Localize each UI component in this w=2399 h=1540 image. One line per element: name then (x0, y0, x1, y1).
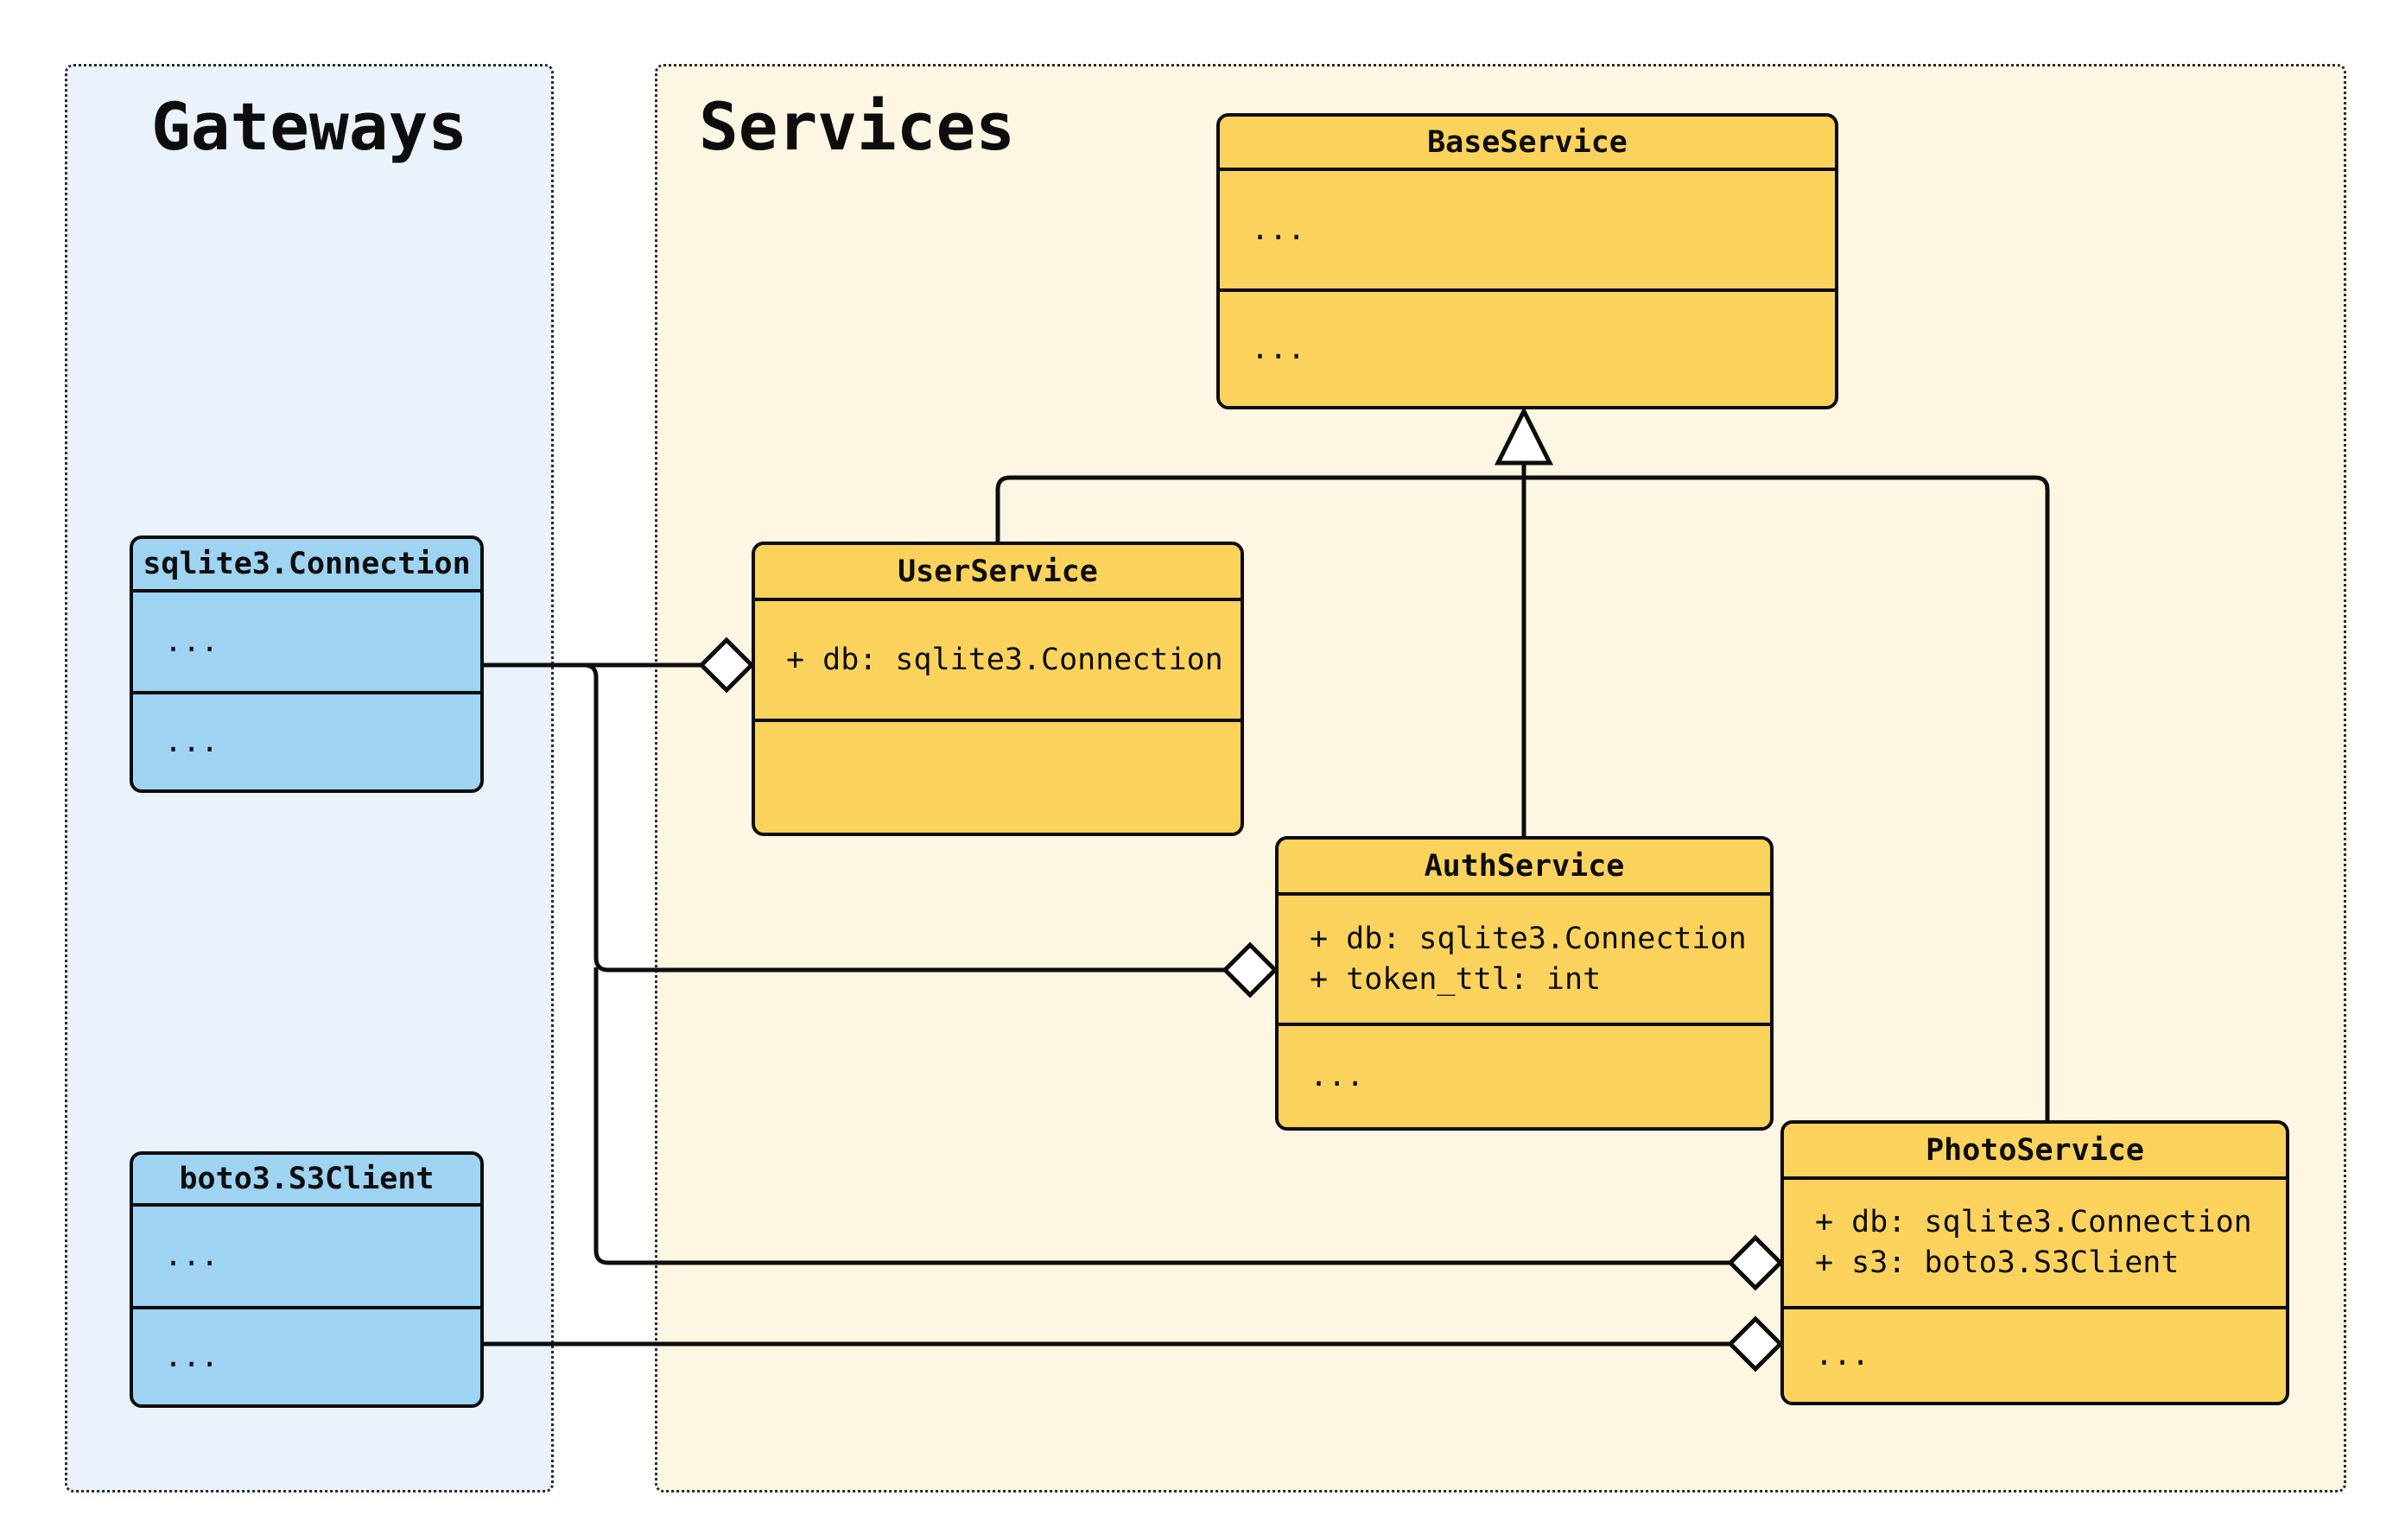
class-methods: ... (1220, 292, 1835, 406)
class-box-userservice: UserService + db: sqlite3.Connection (752, 542, 1244, 836)
edge-inheritance-rail (995, 475, 2050, 1120)
class-method-line: ... (1251, 331, 1306, 366)
class-title: BaseService (1220, 117, 1835, 171)
class-attribute-line: + db: sqlite3.Connection (1310, 921, 1747, 956)
class-attributes: ... (133, 593, 480, 694)
class-methods: ... (1279, 1026, 1770, 1127)
class-title: sqlite3.Connection (133, 539, 480, 593)
class-method-line: ... (164, 724, 219, 759)
class-attribute-line: + s3: boto3.S3Client (1815, 1245, 2180, 1280)
class-attributes: ... (133, 1207, 480, 1309)
class-attributes: + db: sqlite3.Connection + s3: boto3.S3C… (1784, 1180, 2286, 1309)
class-box-boto3-s3client: boto3.S3Client ... ... (130, 1151, 484, 1408)
class-attribute-line: + db: sqlite3.Connection (786, 642, 1223, 677)
class-attribute-line: ... (164, 624, 219, 659)
edge-sqlite3-to-photoservice (593, 967, 1730, 1265)
class-attribute-line: + token_ttl: int (1310, 961, 1602, 997)
class-title: AuthService (1279, 840, 1770, 896)
class-box-authservice: AuthService + db: sqlite3.Connection + t… (1275, 836, 1774, 1131)
group-title-gateways: Gateways (150, 88, 468, 165)
class-box-baseservice: BaseService ... ... (1216, 113, 1838, 409)
aggregation-diamond-photoservice-s3 (1727, 1315, 1784, 1372)
class-methods: ... (133, 1309, 480, 1404)
edge-sqlite3-to-authservice (583, 662, 1225, 973)
class-method-line: ... (164, 1339, 219, 1374)
class-box-sqlite3-connection: sqlite3.Connection ... ... (130, 536, 484, 793)
class-box-photoservice: PhotoService + db: sqlite3.Connection + … (1780, 1120, 2289, 1405)
class-methods: ... (133, 694, 480, 789)
aggregation-diamond-photoservice-db (1727, 1234, 1784, 1291)
class-attribute-line: ... (1251, 212, 1306, 247)
class-method-line: ... (1310, 1059, 1365, 1094)
class-method-line: ... (1815, 1338, 1870, 1373)
class-attributes: + db: sqlite3.Connection (755, 601, 1241, 722)
class-title: boto3.S3Client (133, 1155, 480, 1207)
aggregation-diamond-userservice (698, 637, 755, 694)
group-title-services: Services (699, 88, 1016, 165)
class-attributes: ... (1220, 171, 1835, 292)
class-attribute-line: + db: sqlite3.Connection (1815, 1205, 2252, 1240)
class-attributes: + db: sqlite3.Connection + token_ttl: in… (1279, 896, 1770, 1026)
class-attribute-line: ... (164, 1239, 219, 1274)
class-title: UserService (755, 545, 1241, 601)
class-title: PhotoService (1784, 1124, 2286, 1180)
aggregation-diamond-authservice (1222, 941, 1279, 998)
class-methods (755, 722, 1241, 833)
class-methods: ... (1784, 1309, 2286, 1402)
inheritance-triangle (1494, 406, 1554, 466)
